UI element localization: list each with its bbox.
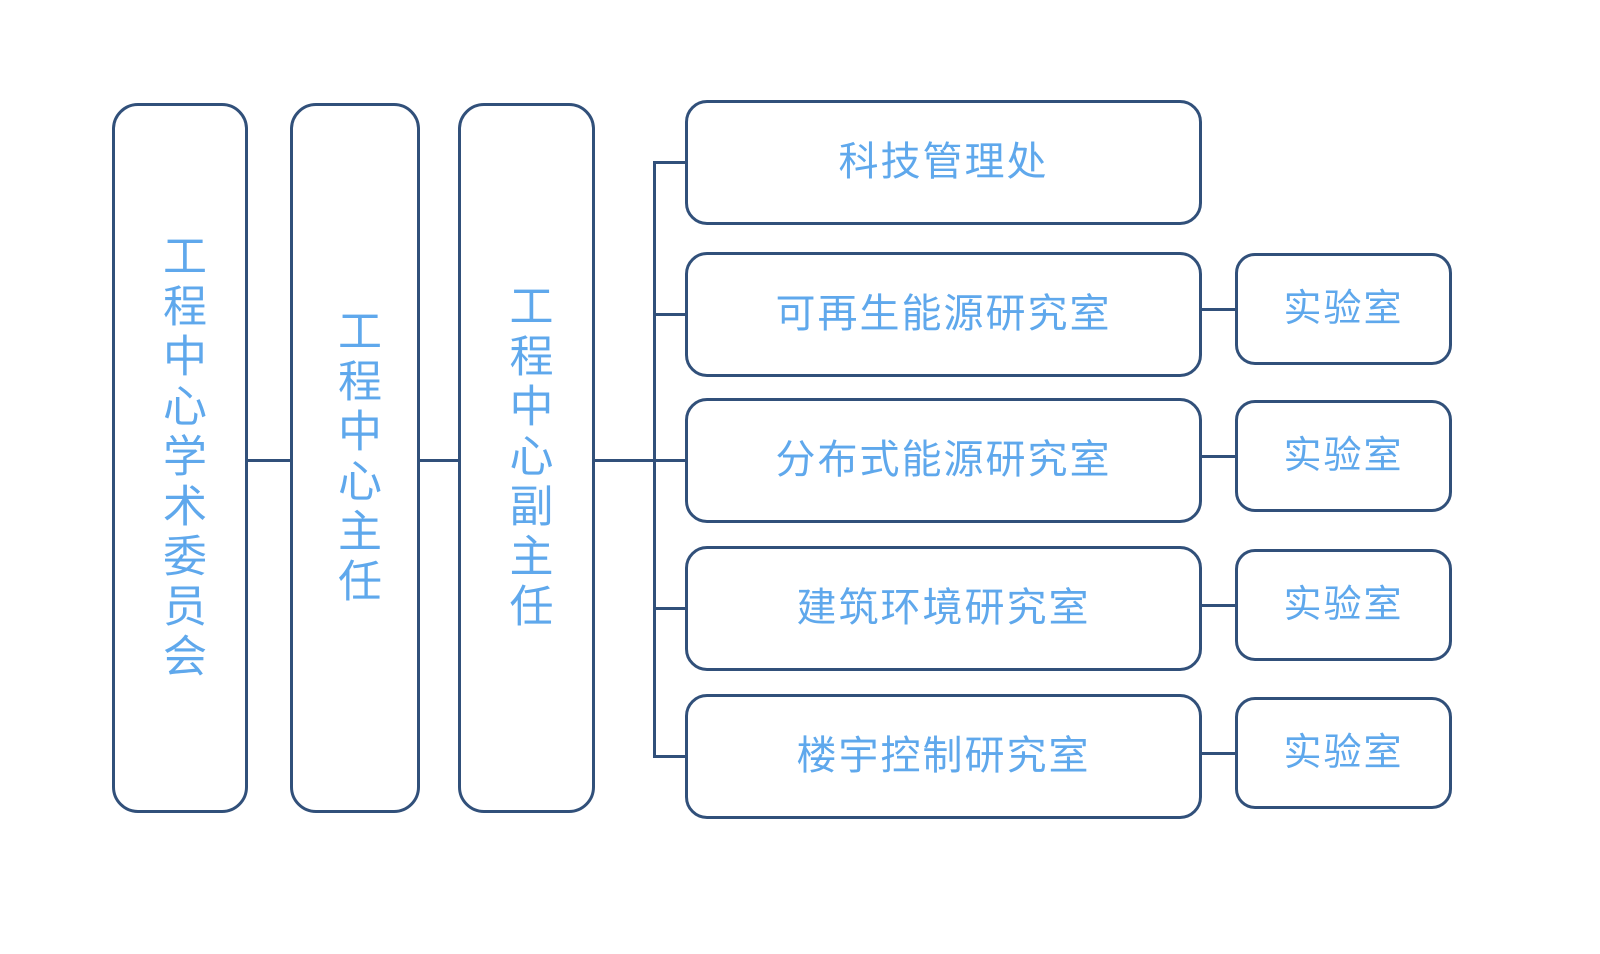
connector-director-to-deputy <box>420 459 458 462</box>
connector-stub-lab-3 <box>1200 604 1237 607</box>
connector-committee-to-director <box>248 459 290 462</box>
node-dept-renewable-energy-lab[interactable]: 可再生能源研究室 <box>685 252 1202 377</box>
node-center-director[interactable]: 工程中心主任 <box>290 103 420 813</box>
node-laboratory-3[interactable]: 实验室 <box>1235 549 1452 661</box>
node-dept-1-label: 可再生能源研究室 <box>775 291 1112 336</box>
node-laboratory-1[interactable]: 实验室 <box>1235 253 1452 365</box>
node-laboratory-1-label: 实验室 <box>1283 287 1404 330</box>
node-laboratory-4-label: 实验室 <box>1283 731 1404 774</box>
connector-stub-dept-2 <box>653 459 687 462</box>
connector-stub-lab-4 <box>1200 752 1237 755</box>
node-dept-0-label: 科技管理处 <box>838 139 1049 184</box>
connector-stub-dept-3 <box>653 607 687 610</box>
node-dept-building-control-lab[interactable]: 楼宇控制研究室 <box>685 694 1202 819</box>
node-dept-3-label: 建筑环境研究室 <box>796 585 1091 630</box>
node-dept-2-label: 分布式能源研究室 <box>775 437 1112 482</box>
node-laboratory-2[interactable]: 实验室 <box>1235 400 1452 512</box>
node-dept-building-environment-lab[interactable]: 建筑环境研究室 <box>685 546 1202 671</box>
connector-stub-dept-1 <box>653 313 687 316</box>
connector-stub-dept-4 <box>653 755 687 758</box>
node-laboratory-3-label: 实验室 <box>1283 583 1404 626</box>
connector-stub-lab-1 <box>1200 308 1237 311</box>
node-deputy-director-label: 工程中心副主任 <box>502 283 552 633</box>
node-laboratory-2-label: 实验室 <box>1283 434 1404 477</box>
node-dept-4-label: 楼宇控制研究室 <box>796 733 1091 778</box>
node-center-director-label: 工程中心主任 <box>331 308 380 608</box>
node-dept-science-tech-management[interactable]: 科技管理处 <box>685 100 1202 225</box>
connector-stub-lab-2 <box>1200 455 1237 458</box>
connector-deputy-to-trunk <box>595 459 655 462</box>
connector-stub-dept-0 <box>653 161 687 164</box>
node-dept-distributed-energy-lab[interactable]: 分布式能源研究室 <box>685 398 1202 523</box>
node-laboratory-4[interactable]: 实验室 <box>1235 697 1452 809</box>
node-academic-committee[interactable]: 工程中心学术委员会 <box>112 103 248 813</box>
node-academic-committee-label: 工程中心学术委员会 <box>156 233 205 683</box>
node-deputy-director[interactable]: 工程中心副主任 <box>458 103 595 813</box>
